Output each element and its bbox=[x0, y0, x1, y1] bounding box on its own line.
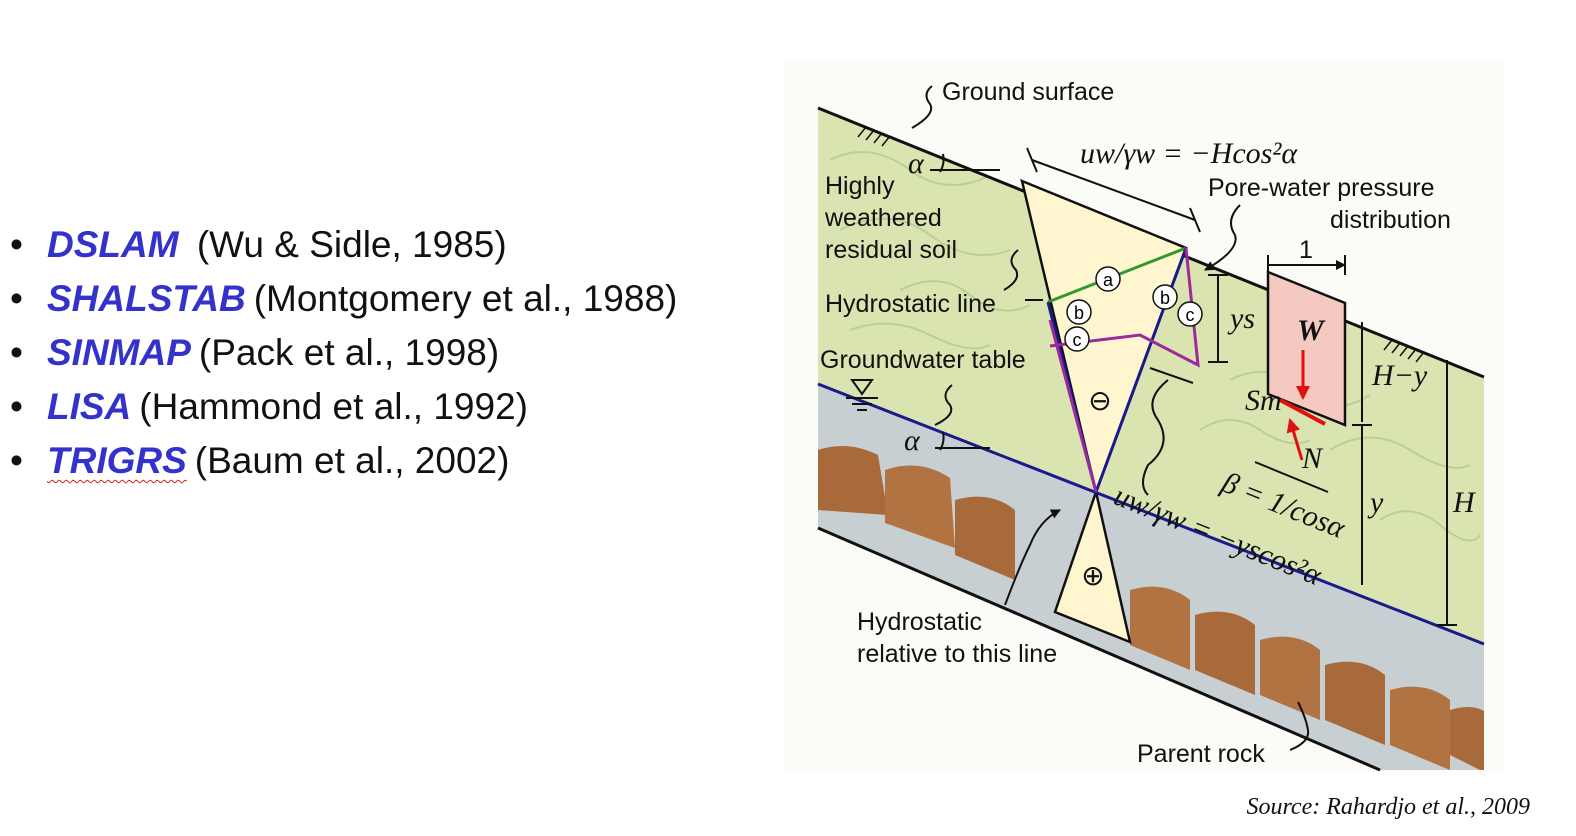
hydrostatic-relative-label-line1: Hydrostatic bbox=[857, 608, 982, 636]
shear-strength-line bbox=[1279, 398, 1326, 426]
source-citation: Source: Rahardjo et al., 2009 bbox=[1246, 794, 1530, 820]
normal-force-label: N bbox=[1301, 442, 1324, 475]
bullet: • bbox=[10, 278, 23, 319]
soil-label-line2: weathered bbox=[824, 204, 942, 232]
top-pressure-dim bbox=[1031, 159, 1196, 221]
svg-text:b: b bbox=[1074, 303, 1084, 323]
circle-label-a: a bbox=[1095, 266, 1121, 292]
svg-text:b: b bbox=[1160, 288, 1170, 308]
top-pressure-equation: uw/γw = −Hcos²α bbox=[1080, 137, 1298, 170]
water-table-symbol bbox=[846, 379, 878, 411]
ground-surface-label: Ground surface bbox=[942, 78, 1114, 106]
model-name: SINMAP bbox=[47, 332, 191, 373]
pore-water-leader bbox=[1204, 204, 1241, 271]
circle-label-b-right: b bbox=[1152, 284, 1178, 310]
soil-label-line3: residual soil bbox=[825, 236, 957, 264]
groundwater-table-label: Groundwater table bbox=[820, 346, 1026, 374]
beta-dim bbox=[1254, 461, 1329, 493]
groundwater-table-line bbox=[817, 382, 1485, 646]
shear-strength-label: Sm bbox=[1245, 384, 1282, 417]
top-pressure-tick-right bbox=[1189, 207, 1201, 233]
positive-sign: ⊕ bbox=[1081, 560, 1104, 591]
alpha-label-top: α bbox=[908, 147, 925, 180]
model-item: • SHALSTAB(Montgomery et al., 1988) bbox=[10, 272, 677, 326]
pore-water-label-line1: Pore-water pressure bbox=[1208, 174, 1434, 202]
model-item: • TRIGRS(Baum et al., 2002) bbox=[10, 434, 677, 488]
model-reference: (Baum et al., 2002) bbox=[194, 440, 510, 481]
hydrostatic-line-label: Hydrostatic line bbox=[825, 290, 996, 318]
model-reference: (Hammond et al., 1992) bbox=[139, 386, 528, 427]
ground-hatch-left bbox=[857, 126, 891, 147]
circle-label-c-left: c bbox=[1064, 326, 1090, 352]
unit-width-label: 1 bbox=[1299, 236, 1313, 264]
soil-block bbox=[1266, 270, 1347, 427]
model-reference: (Wu & Sidle, 1985) bbox=[186, 224, 507, 265]
model-list: • DSLAM (Wu & Sidle, 1985) • SHALSTAB(Mont… bbox=[10, 218, 677, 488]
positive-pressure-wedge bbox=[1053, 487, 1132, 645]
pore-water-label-line2: distribution bbox=[1330, 206, 1451, 234]
normal-force-arrow bbox=[1286, 418, 1304, 461]
model-reference: (Pack et al., 1998) bbox=[198, 332, 500, 373]
bullet: • bbox=[10, 224, 23, 265]
hydrostatic-relative-label-line2: relative to this line bbox=[857, 640, 1057, 668]
circle-label-b-left: b bbox=[1066, 299, 1092, 325]
weight-label: W bbox=[1297, 314, 1326, 347]
svg-text:c: c bbox=[1073, 330, 1082, 350]
parent-rock-label: Parent rock bbox=[1137, 740, 1265, 768]
parent-rock-blocks bbox=[818, 446, 1484, 770]
model-name: DSLAM bbox=[47, 224, 179, 265]
model-item: • SINMAP(Pack et al., 1998) bbox=[10, 326, 677, 380]
bedrock-line bbox=[817, 526, 1381, 772]
bottom-pressure-dim bbox=[1149, 367, 1194, 384]
svg-text:c: c bbox=[1186, 305, 1195, 325]
bottom-pressure-leader bbox=[1142, 379, 1169, 496]
ground-surface-leader bbox=[911, 85, 933, 129]
bullet: • bbox=[10, 440, 23, 481]
alpha-label-bottom: α bbox=[904, 424, 921, 457]
model-item: • LISA(Hammond et al., 1992) bbox=[10, 380, 677, 434]
hydrostatic-relative-leader bbox=[1004, 509, 1061, 606]
soil-zone bbox=[818, 108, 1484, 644]
parent-rock-leader bbox=[1289, 701, 1310, 751]
h-minus-y-label: H−y bbox=[1371, 359, 1428, 392]
groundwater-leader bbox=[934, 384, 953, 426]
bullet: • bbox=[10, 332, 23, 373]
ys-label: ys bbox=[1227, 302, 1255, 335]
soil-label-line1: Highly bbox=[825, 172, 895, 200]
pressure-profile-c-stem bbox=[1048, 319, 1098, 493]
model-item: • DSLAM (Wu & Sidle, 1985) bbox=[10, 218, 677, 272]
y-label: y bbox=[1367, 486, 1384, 519]
top-pressure-tick-left bbox=[1026, 147, 1038, 173]
model-reference: (Montgomery et al., 1988) bbox=[253, 278, 678, 319]
residual-soil-leader bbox=[1003, 249, 1019, 291]
svg-text:a: a bbox=[1103, 270, 1114, 290]
model-name: SHALSTAB bbox=[47, 278, 246, 319]
model-name: LISA bbox=[47, 386, 132, 427]
h-label: H bbox=[1452, 486, 1477, 519]
model-name: TRIGRS bbox=[47, 440, 187, 481]
bullet: • bbox=[10, 386, 23, 427]
negative-sign: ⊖ bbox=[1088, 385, 1111, 416]
ground-hatch-right bbox=[1383, 339, 1425, 363]
circle-label-c-right: c bbox=[1177, 301, 1203, 327]
